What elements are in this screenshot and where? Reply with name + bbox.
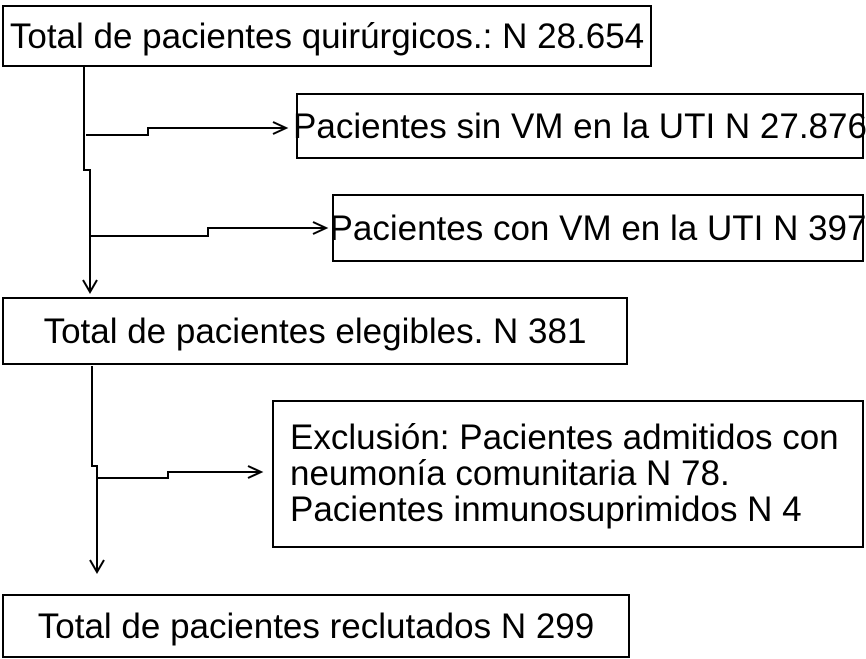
trunk-line-bottom bbox=[91, 366, 98, 572]
trunk-line-top bbox=[83, 67, 91, 292]
label-elegibles: Total de pacientes elegibles. N 381 bbox=[43, 311, 587, 351]
box-elegibles: Total de pacientes elegibles. N 381 bbox=[2, 297, 628, 365]
label-exclusion-line-1: Exclusión: Pacientes admitidos con bbox=[290, 418, 839, 457]
arrowhead-con-vm bbox=[312, 221, 329, 235]
label-sin-vm: Pacientes sin VM en la UTI N 27.876 bbox=[293, 106, 866, 146]
box-total-quirurgicos: Total de pacientes quirúrgicos.: N 28.65… bbox=[2, 5, 652, 67]
label-con-vm: Pacientes con VM en la UTI N 397 bbox=[329, 208, 866, 248]
branch-sin-vm bbox=[86, 127, 285, 136]
box-con-vm: Pacientes con VM en la UTI N 397 bbox=[329, 194, 866, 262]
arrowhead-elegibles bbox=[82, 279, 98, 294]
label-exclusion-line-2: neumonía comunitaria N 78. bbox=[290, 454, 730, 493]
label-exclusion-line-3: Pacientes inmunosuprimidos N 4 bbox=[290, 490, 802, 529]
box-reclutados: Total de pacientes reclutados N 299 bbox=[2, 594, 630, 658]
box-sin-vm: Pacientes sin VM en la UTI N 27.876 bbox=[293, 93, 866, 159]
branch-con-vm bbox=[90, 227, 325, 237]
label-total-quirurgicos: Total de pacientes quirúrgicos.: N 28.65… bbox=[9, 16, 645, 56]
branch-exclusion bbox=[97, 471, 260, 479]
label-reclutados: Total de pacientes reclutados N 299 bbox=[37, 606, 595, 646]
arrowhead-sin-vm bbox=[272, 121, 289, 135]
arrowhead-reclutados bbox=[89, 559, 105, 574]
box-exclusion: Exclusión: Pacientes admitidos con neumo… bbox=[272, 400, 864, 548]
arrowhead-exclusion bbox=[247, 465, 264, 479]
